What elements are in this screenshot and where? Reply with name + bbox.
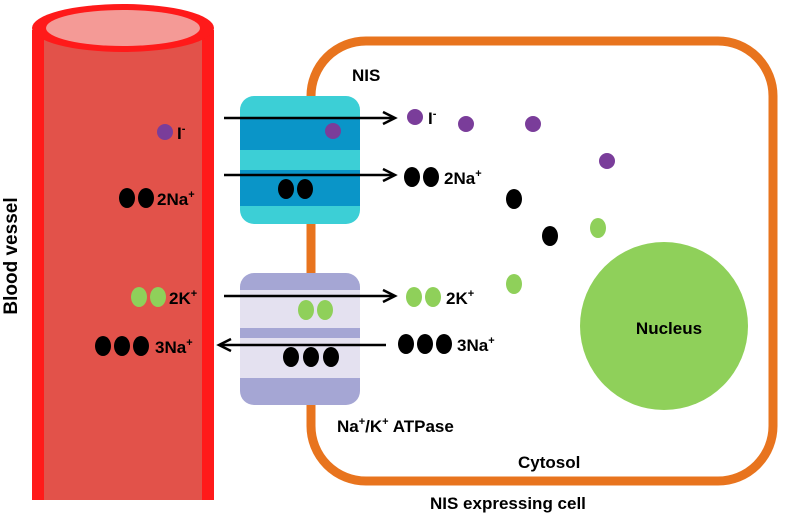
potassium-in-arrowhead: [382, 288, 398, 304]
blood-sodium-out-label: 3Na+: [155, 337, 193, 357]
cell-potassium-label: 2K+: [446, 288, 474, 308]
atpase-sodium-ion: [323, 347, 339, 367]
blood-sodium-label: 2Na+: [157, 189, 195, 209]
blood-potassium-label: 2K+: [169, 288, 197, 308]
atpase-potassium-ion: [298, 300, 314, 320]
scattered-sodium-ion: [506, 189, 522, 209]
blood-vessel-inner: [44, 36, 202, 500]
nucleus: [580, 242, 748, 410]
cell-sodium-ion: [404, 167, 420, 187]
blood-sodium-ion: [114, 336, 130, 356]
scattered-iodide-ion: [458, 116, 474, 132]
blood-iodide-label: I-: [177, 123, 186, 143]
atpase-potassium-ion: [317, 300, 333, 320]
scattered-iodide-ion: [525, 116, 541, 132]
flow-arrows: [216, 110, 398, 353]
nis-label: NIS: [352, 66, 380, 85]
scattered-sodium-ion: [542, 226, 558, 246]
blood-sodium-ion: [138, 188, 154, 208]
cell-sodium-ion: [436, 334, 452, 354]
blood-iodide-ion: [157, 124, 173, 140]
cell-sodium-label: 2Na+: [444, 168, 482, 188]
blood-sodium-ion: [119, 188, 135, 208]
atpase-pump: [240, 273, 360, 405]
blood-potassium-ion: [150, 287, 166, 307]
nis-sodium-ion: [297, 179, 313, 199]
blood-potassium-ion: [131, 287, 147, 307]
iodide-arrowhead: [382, 110, 398, 126]
cell-label: NIS expressing cell: [430, 494, 586, 513]
cell-potassium-ion: [425, 287, 441, 307]
blood-vessel: [32, 4, 214, 500]
blood-vessel-top-opening: [46, 10, 200, 46]
cell-sodium-ion: [423, 167, 439, 187]
atpase-sodium-ion: [303, 347, 319, 367]
atpase-label: Na+/K+ ATPase: [337, 416, 454, 436]
scattered-iodide-ion: [599, 153, 615, 169]
nis-band-top: [240, 118, 360, 150]
cytosol-label: Cytosol: [518, 453, 580, 472]
nis-iodide-ion: [325, 123, 341, 139]
cell-potassium-ion: [406, 287, 422, 307]
nis-transporter: [240, 96, 360, 224]
blood-sodium-ion: [95, 336, 111, 356]
cell-iodide-label: I-: [428, 108, 437, 128]
cell-sodium-ion: [417, 334, 433, 354]
sodium-out-arrowhead: [216, 337, 232, 353]
cell-iodide-ion: [407, 109, 423, 125]
scattered-potassium-ion: [590, 218, 606, 238]
blood-sodium-ion: [133, 336, 149, 356]
nis-sodium-ion: [278, 179, 294, 199]
sodium-in-arrowhead: [382, 167, 398, 183]
nucleus-label: Nucleus: [636, 319, 702, 338]
scattered-potassium-ion: [506, 274, 522, 294]
cell-sodium-ion: [398, 334, 414, 354]
blood-vessel-label: Blood vessel: [1, 197, 22, 314]
cell-membrane: [306, 36, 778, 486]
cell-sodium-out-label: 3Na+: [457, 335, 495, 355]
atpase-sodium-ion: [283, 347, 299, 367]
